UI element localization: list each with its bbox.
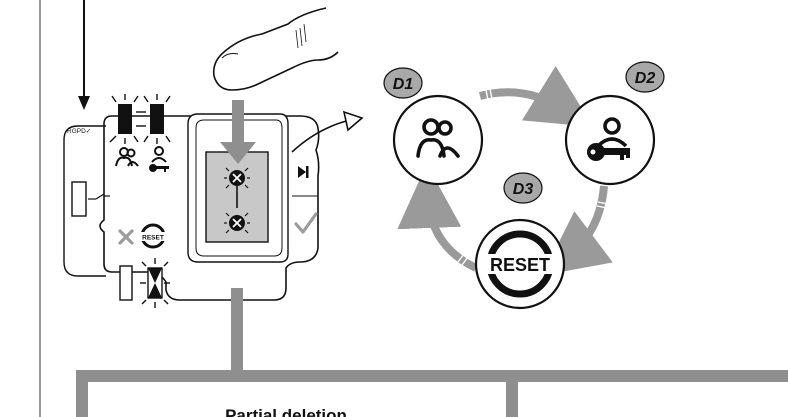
branch-connector xyxy=(76,288,788,417)
device-left-edge xyxy=(63,140,106,277)
d1-users-node xyxy=(392,94,484,186)
svg-text:D1: D1 xyxy=(393,76,414,93)
rgpd-label: RGPD✓ xyxy=(67,128,91,135)
d1-badge: D1 xyxy=(383,67,423,99)
finger-icon xyxy=(212,7,339,91)
bottom-led xyxy=(119,258,170,308)
partial-deletion-label: Partial deletion xyxy=(225,406,347,417)
reset-icon-small: RESET xyxy=(139,223,167,249)
d3-badge: D3 xyxy=(503,172,543,204)
curved-arrow-to-cycle xyxy=(291,110,364,153)
svg-text:RESET: RESET xyxy=(142,235,164,242)
check-icon xyxy=(294,212,318,234)
svg-text:D3: D3 xyxy=(513,181,534,198)
svg-text:D2: D2 xyxy=(635,70,656,87)
led-pair-top xyxy=(109,94,171,144)
cycle-arrow-d2-d3 xyxy=(542,185,613,276)
button-bottom[interactable] xyxy=(224,212,250,234)
d2-key-node xyxy=(564,94,656,186)
cycle-arrow-d1-d2 xyxy=(478,65,594,127)
cycle-arrow-d3-d1 xyxy=(397,164,478,272)
key-user-icon-large xyxy=(587,117,630,161)
switch-icon xyxy=(71,181,110,217)
play-icon xyxy=(298,166,309,178)
arrow-ticks xyxy=(457,88,609,266)
button-panel[interactable] xyxy=(187,113,289,263)
press-arrow xyxy=(220,100,256,164)
key-user-icon-small xyxy=(149,146,169,172)
device-outer-outline xyxy=(63,125,106,141)
users-icon-large xyxy=(416,118,460,158)
reset-label-large: RESET xyxy=(490,255,550,275)
d2-badge: D2 xyxy=(625,61,665,93)
cross-icon xyxy=(118,229,134,245)
users-icon-small xyxy=(115,147,139,167)
d3-reset-node: RESET xyxy=(474,218,566,310)
input-arrow xyxy=(78,0,90,110)
button-top[interactable] xyxy=(224,167,250,189)
